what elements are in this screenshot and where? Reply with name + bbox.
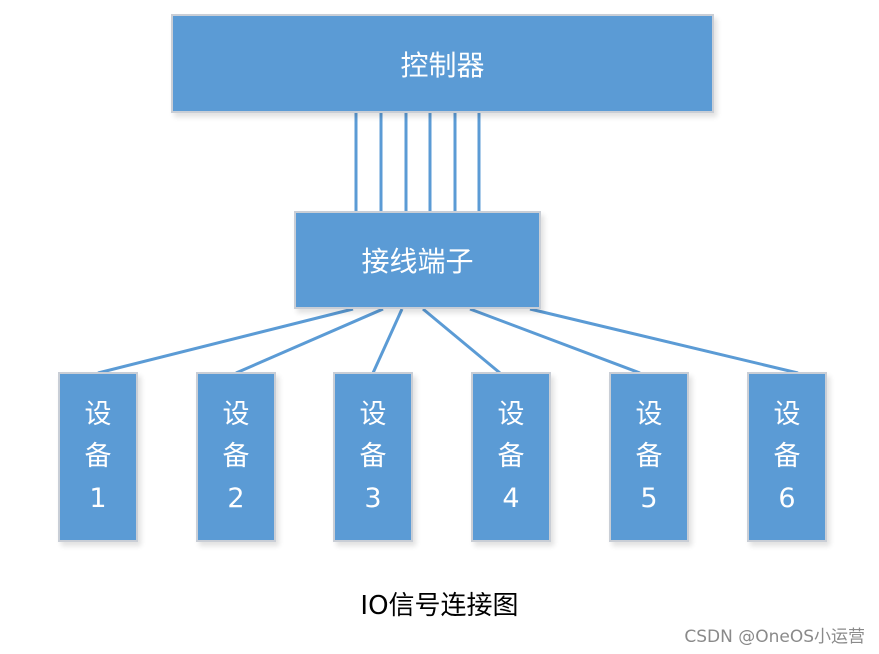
device-label: 备 <box>222 441 250 472</box>
device-box-6: 设 备 6 <box>747 372 827 542</box>
device-number: 3 <box>364 483 382 514</box>
device-number: 6 <box>778 483 796 514</box>
device-label: 设 <box>222 399 250 430</box>
device-label: 备 <box>359 441 387 472</box>
device-label: 设 <box>497 399 525 430</box>
device-box-4: 设 备 4 <box>471 372 551 542</box>
diagram-caption: IO信号连接图 <box>360 591 519 621</box>
device-number: 1 <box>89 483 107 514</box>
watermark: CSDN @OneOS小运营 <box>684 627 865 647</box>
device-box-3: 设 备 3 <box>333 372 413 542</box>
terminal-block-box: 接线端子 <box>294 211 541 309</box>
device-label: 设 <box>635 399 663 430</box>
device-wire-1 <box>97 307 354 375</box>
device-label: 备 <box>773 441 801 472</box>
device-wire-3 <box>371 308 404 374</box>
controller-box: 控制器 <box>171 14 714 113</box>
device-label: 设 <box>773 399 801 430</box>
device-box-2: 设 备 2 <box>196 372 276 542</box>
device-box-1: 设 备 1 <box>58 372 138 542</box>
device-label: 设 <box>359 399 387 430</box>
controller-label: 控制器 <box>400 48 485 82</box>
device-label: 备 <box>497 441 525 472</box>
device-box-5: 设 备 5 <box>609 372 689 542</box>
device-number: 2 <box>227 483 245 514</box>
device-label: 设 <box>84 399 112 430</box>
device-wire-2 <box>235 307 384 375</box>
device-wire-4 <box>422 307 501 375</box>
device-wire-5 <box>469 307 641 375</box>
device-number: 4 <box>502 483 520 514</box>
terminal-label: 接线端子 <box>361 245 474 278</box>
device-number: 5 <box>640 483 658 514</box>
device-label: 备 <box>635 441 663 472</box>
device-wire-6 <box>529 307 799 375</box>
device-label: 备 <box>84 441 112 472</box>
